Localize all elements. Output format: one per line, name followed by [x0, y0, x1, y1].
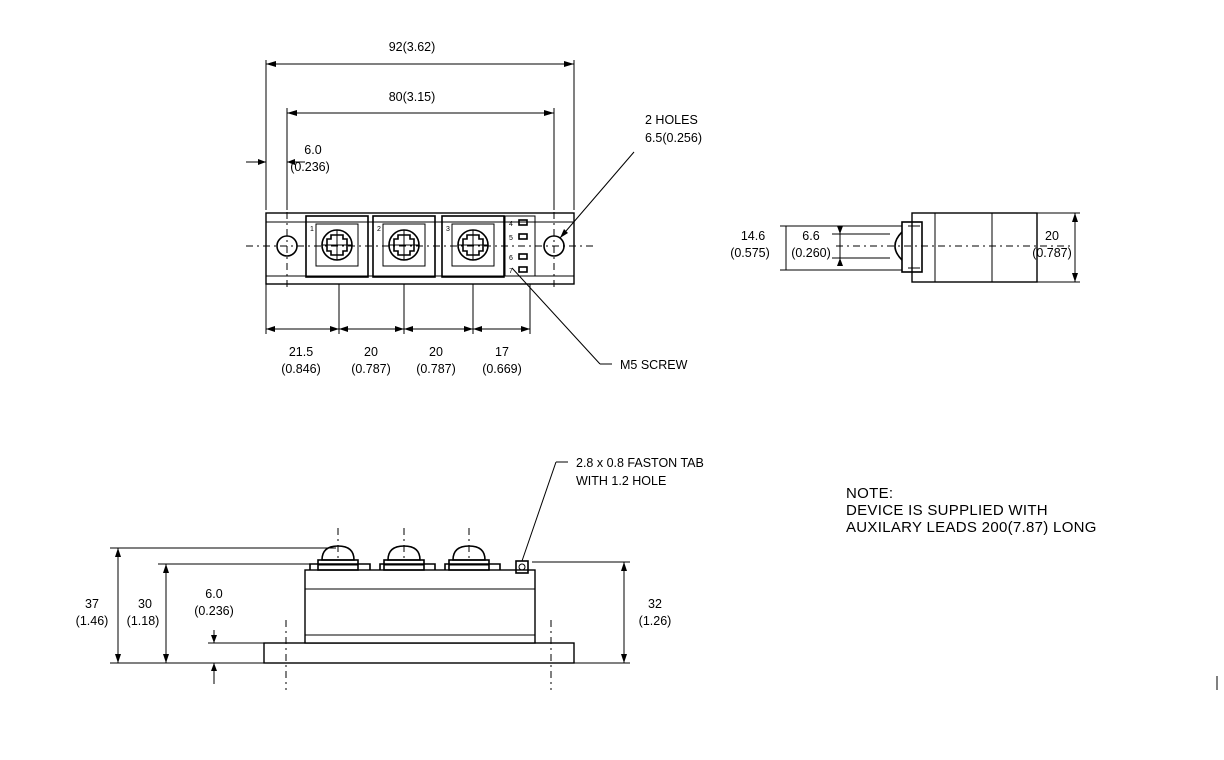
end-view: 14.6 (0.575) 6.6 (0.260) 20 (0.787): [730, 212, 1080, 283]
faston-label-line1: 2.8 x 0.8 FASTON TAB: [576, 456, 704, 470]
height-body-mm: 30: [138, 597, 152, 611]
faston-label-line2: WITH 1.2 HOLE: [576, 474, 666, 488]
end-mid-mm: 6.6: [802, 229, 819, 243]
base-thickness-in: (0.236): [194, 604, 234, 618]
spacing-1-in: (0.846): [281, 362, 321, 376]
terminal-number-3: 3: [446, 226, 450, 233]
terminal-number-2: 2: [377, 226, 381, 233]
end-left-in: (0.575): [730, 246, 770, 260]
spacing-2-mm: 20: [364, 345, 378, 359]
spacing-1-mm: 21.5: [289, 345, 313, 359]
edge-offset-in: (0.236): [290, 160, 330, 174]
holes-label-line1: 2 HOLES: [645, 113, 698, 127]
base-thickness-mm: 6.0: [205, 587, 222, 601]
aux-number-7: 7: [509, 268, 513, 275]
note-line1: NOTE:: [846, 485, 893, 502]
top-view: 92(3.62) 80(3.15) 6.0 (0.236): [246, 40, 702, 376]
terminal-number-1: 1: [310, 226, 314, 233]
note-block: NOTE: DEVICE IS SUPPLIED WITH AUXILARY L…: [846, 485, 1097, 536]
height-total-in: (1.46): [76, 614, 109, 628]
spacing-3-mm: 20: [429, 345, 443, 359]
end-left-mm: 14.6: [741, 229, 765, 243]
height-total-mm: 37: [85, 597, 99, 611]
screw-label: M5 SCREW: [620, 358, 688, 372]
terminal-3: 3: [441, 215, 505, 278]
note-line3: AUXILARY LEADS 200(7.87) LONG: [846, 519, 1097, 536]
overall-length-label: 92(3.62): [389, 40, 436, 54]
height-right-in: (1.26): [639, 614, 672, 628]
terminal-2: 2: [372, 215, 436, 278]
aux-number-6: 6: [509, 255, 513, 262]
height-right-mm: 32: [648, 597, 662, 611]
holes-label-line2: 6.5(0.256): [645, 131, 702, 145]
module-outline-end: [911, 212, 1038, 283]
hole-pitch-label: 80(3.15): [389, 90, 436, 104]
end-right-in: (0.787): [1032, 246, 1072, 260]
edge-offset-mm: 6.0: [304, 143, 321, 157]
note-line2: DEVICE IS SUPPLIED WITH: [846, 502, 1048, 519]
aux-number-5: 5: [509, 235, 513, 242]
end-mid-in: (0.260): [791, 246, 831, 260]
height-body-in: (1.18): [127, 614, 160, 628]
housing: [304, 569, 536, 644]
end-right-mm: 20: [1045, 229, 1059, 243]
spacing-3-in: (0.787): [416, 362, 456, 376]
base-plate: [263, 642, 575, 664]
side-view: 2.8 x 0.8 FASTON TAB WITH 1.2 HOLE 37 (1…: [76, 456, 704, 690]
spacing-4-in: (0.669): [482, 362, 522, 376]
terminal-1: 1: [305, 215, 369, 278]
spacing-2-in: (0.787): [351, 362, 391, 376]
aux-number-4: 4: [509, 221, 513, 228]
spacing-4-mm: 17: [495, 345, 509, 359]
